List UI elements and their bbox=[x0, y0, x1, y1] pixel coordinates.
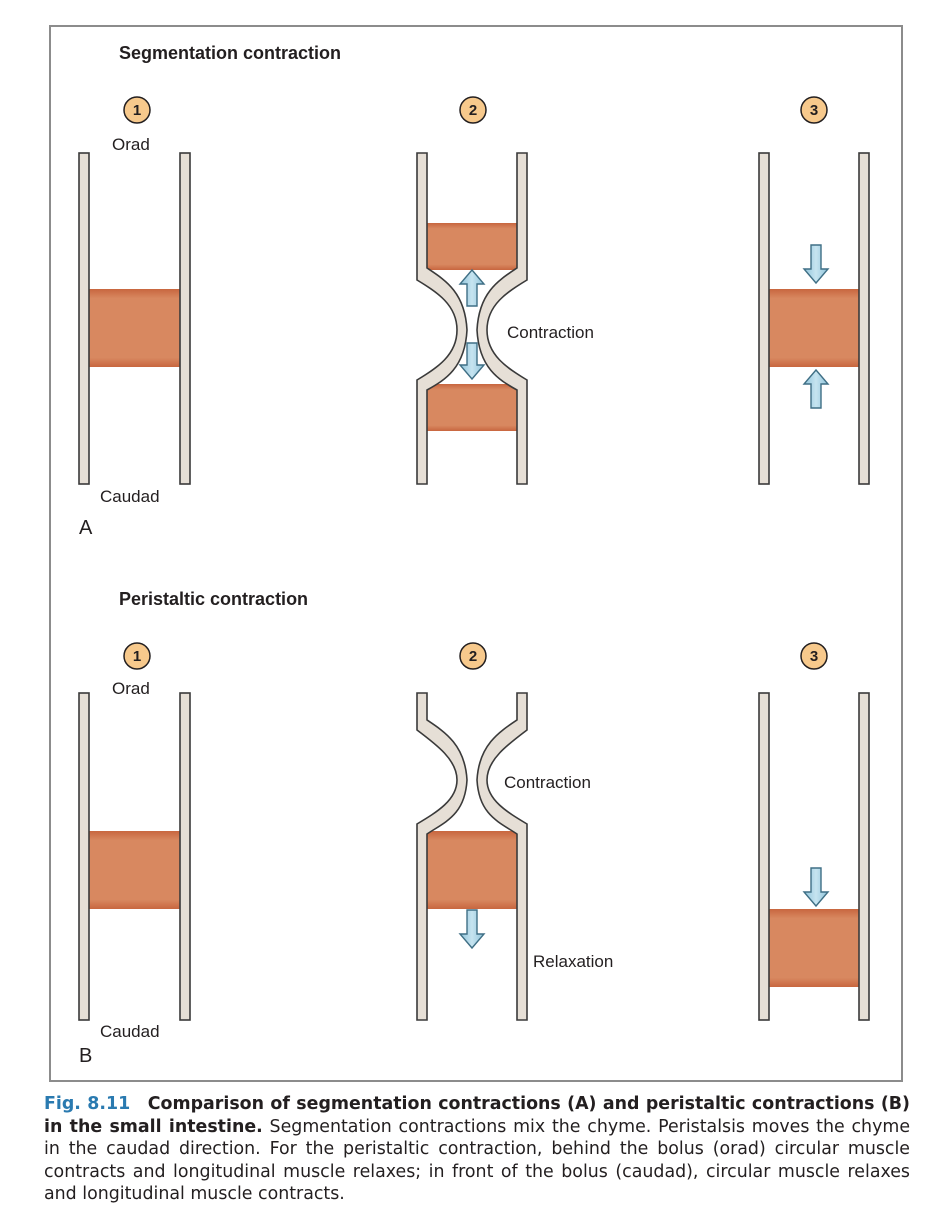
panel-letter-b: B bbox=[79, 1045, 92, 1067]
panel-letter-a: A bbox=[79, 517, 93, 539]
chyme-bolus bbox=[89, 289, 180, 367]
svg-text:3: 3 bbox=[810, 102, 818, 119]
intestine-wall-left bbox=[416, 152, 468, 485]
intestine-wall-left bbox=[758, 152, 770, 485]
segment-a3 bbox=[758, 152, 870, 485]
segment-a2 bbox=[416, 152, 528, 485]
step-marker-a2: 2 bbox=[459, 96, 487, 124]
segment-b1 bbox=[78, 692, 191, 1021]
chyme-bolus bbox=[769, 289, 859, 367]
figure-number: Fig. 8.11 bbox=[44, 1094, 131, 1114]
chyme-bolus bbox=[769, 909, 859, 987]
intestine-wall-left bbox=[78, 152, 90, 485]
arrow-down-icon bbox=[458, 909, 486, 950]
caudad-label-b: Caudad bbox=[100, 1022, 160, 1041]
figure-caption-body: Segmentation contractions mix the chyme.… bbox=[44, 1116, 911, 1205]
arrow-down-icon bbox=[802, 867, 830, 908]
relaxation-label-b: Relaxation bbox=[533, 952, 613, 971]
svg-text:3: 3 bbox=[810, 648, 818, 665]
intestine-wall-left bbox=[416, 692, 468, 1021]
arrow-down-icon bbox=[458, 342, 486, 381]
arrow-down-icon bbox=[802, 244, 830, 285]
contraction-label-b: Contraction bbox=[504, 773, 591, 792]
intestine-wall-right bbox=[476, 152, 528, 485]
intestine-wall-right bbox=[858, 152, 870, 485]
segment-a1 bbox=[78, 152, 191, 485]
orad-label-a: Orad bbox=[112, 135, 150, 154]
chyme-bolus-lower bbox=[427, 384, 517, 431]
intestine-wall-right bbox=[179, 152, 191, 485]
intestine-wall-right bbox=[179, 692, 191, 1021]
figure-frame bbox=[49, 25, 903, 1082]
contraction-label-a: Contraction bbox=[507, 323, 594, 342]
svg-text:1: 1 bbox=[133, 648, 141, 665]
intestine-wall-left bbox=[758, 692, 770, 1021]
svg-text:1: 1 bbox=[133, 102, 141, 119]
arrow-up-icon bbox=[458, 268, 486, 307]
chyme-bolus-upper bbox=[427, 223, 517, 270]
orad-label-b: Orad bbox=[112, 679, 150, 698]
intestine-contraction-figure: Segmentation contraction 1 2 3 Orad Caud… bbox=[49, 25, 903, 1082]
intestine-wall-right bbox=[476, 692, 528, 1021]
figure-title: Comparison of segmentation contractions … bbox=[44, 1094, 910, 1137]
chyme-bolus bbox=[427, 831, 517, 909]
peristaltic-title: Peristaltic contraction bbox=[119, 589, 308, 609]
segment-b3 bbox=[758, 692, 870, 1021]
intestine-wall-right bbox=[858, 692, 870, 1021]
step-marker-b1: 1 bbox=[123, 642, 151, 670]
segment-b2 bbox=[416, 692, 528, 1021]
intestine-wall-left bbox=[78, 692, 90, 1021]
chyme-bolus bbox=[89, 831, 180, 909]
segmentation-title: Segmentation contraction bbox=[119, 43, 341, 63]
svg-text:2: 2 bbox=[469, 102, 477, 119]
svg-text:2: 2 bbox=[469, 648, 477, 665]
figure-caption: Fig. 8.11 Comparison of segmentation con… bbox=[44, 1093, 910, 1206]
arrow-up-icon bbox=[802, 368, 830, 409]
step-marker-b2: 2 bbox=[459, 642, 487, 670]
step-marker-a3: 3 bbox=[800, 96, 828, 124]
step-marker-a1: 1 bbox=[123, 96, 151, 124]
step-marker-b3: 3 bbox=[800, 642, 828, 670]
caudad-label-a: Caudad bbox=[100, 487, 160, 506]
